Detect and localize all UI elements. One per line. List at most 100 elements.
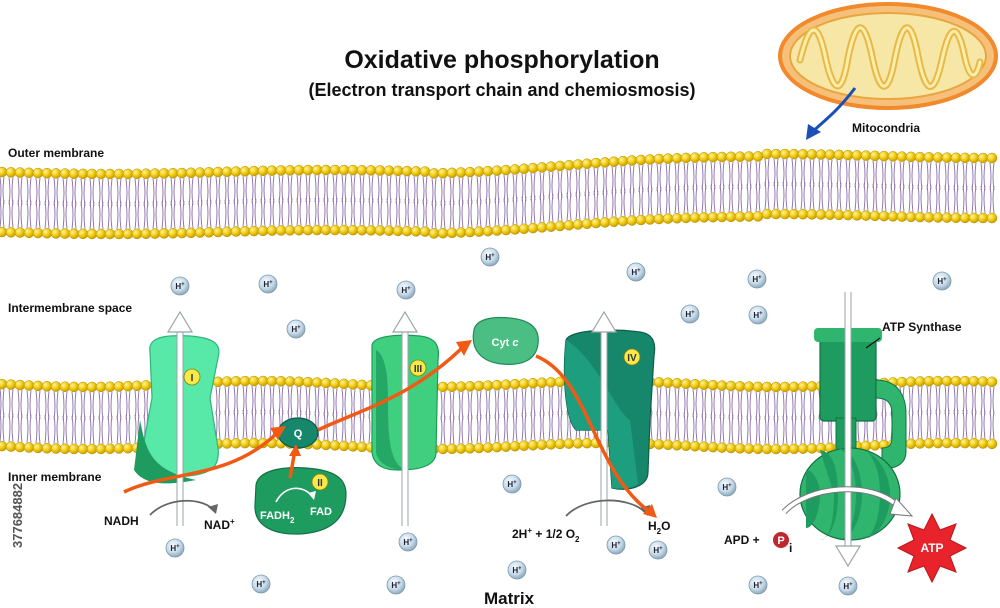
outer-membrane-lipid-tail — [431, 178, 437, 229]
outer-membrane-lipid-head — [338, 164, 350, 176]
inner-membrane-lipid-tail — [233, 386, 239, 439]
ubiquinone-q: Q — [277, 417, 319, 449]
inner-membrane-lipid-head — [122, 442, 134, 454]
outer-membrane-lipid-head — [5, 167, 17, 178]
outer-membrane-lipid-tail — [251, 176, 257, 227]
inner-membrane-lipid-head — [140, 380, 152, 391]
inner-membrane-lipid-tail — [98, 391, 104, 444]
inner-membrane-lipid-head — [41, 443, 53, 454]
outer-membrane-lipid-head — [14, 227, 26, 238]
inner-membrane-lipid-head — [779, 381, 791, 393]
inner-membrane-lipid-head — [932, 437, 944, 449]
outer-membrane-lipid-head — [239, 166, 251, 177]
inner-membrane-lipid-head — [680, 378, 692, 389]
inner-membrane-lipid-tail — [62, 391, 68, 444]
inner-membrane-lipid-head — [950, 375, 962, 387]
inner-membrane-lipid-head — [77, 381, 89, 393]
outer-membrane-lipid-head — [455, 167, 467, 178]
inner-membrane-lipid-head — [779, 443, 791, 455]
outer-membrane-lipid-head — [626, 215, 638, 226]
proton-ion-label: H+ — [256, 580, 266, 589]
inner-membrane-lipid-tail — [224, 386, 230, 439]
outer-membrane-lipid-head — [293, 164, 305, 176]
outer-membrane-lipid-head — [743, 151, 755, 162]
outer-membrane-lipid-head — [149, 168, 161, 179]
outer-membrane-lipid-head — [779, 148, 791, 160]
outer-membrane-lipid-head — [518, 223, 530, 235]
outer-membrane-lipid-head — [203, 227, 215, 238]
outer-membrane-lipid-tail — [260, 175, 266, 226]
outer-membrane-lipid-tail — [62, 178, 68, 229]
outer-membrane-lipid-head — [311, 224, 323, 236]
proton-ion-label: H+ — [175, 282, 185, 291]
outer-membrane-lipid-head — [554, 160, 566, 172]
inner-membrane-lipid-tail — [755, 391, 761, 444]
inner-membrane-lipid-head — [554, 438, 566, 450]
outer-membrane-lipid-head — [680, 152, 692, 164]
outer-membrane-lipid-head — [734, 151, 746, 162]
inner-membrane-lipid-head — [347, 441, 359, 452]
outer-membrane-lipid-head — [104, 228, 116, 240]
inner-membrane-lipid-head — [5, 379, 17, 390]
outer-membrane-lipid-head — [608, 156, 620, 167]
outer-membrane-lipid-head — [806, 149, 818, 160]
outer-membrane-lipid-tail — [161, 178, 167, 229]
outer-membrane-lipid-head — [230, 226, 242, 237]
outer-membrane-lipid-head — [635, 214, 647, 226]
outer-membrane-lipid-head — [41, 227, 53, 239]
outer-membrane-lipid-head — [905, 151, 917, 163]
inner-membrane-lipid-tail — [467, 391, 473, 444]
inner-membrane-lipid-tail — [269, 386, 275, 439]
proton-ion — [286, 319, 306, 339]
inner-membrane-lipid-tail — [251, 385, 257, 439]
outer-membrane-lipid-head — [23, 227, 35, 239]
outer-membrane-lipid-head — [590, 157, 602, 169]
outer-membrane-lipid-head — [320, 164, 332, 176]
complex-2: II FADH2 FAD — [254, 467, 347, 535]
inner-membrane-lipid-tail — [476, 390, 482, 444]
proton-ion — [838, 576, 858, 596]
inner-membrane-lipid-tail — [989, 386, 995, 439]
inner-membrane-lipid-tail — [701, 389, 707, 442]
outer-membrane-lipid-tail — [485, 176, 491, 227]
inner-membrane-lipid-tail — [971, 386, 977, 439]
outer-membrane-lipid-tail — [971, 162, 977, 214]
inner-membrane-lipid-head — [536, 439, 548, 451]
outer-membrane-lipid-tail — [143, 178, 149, 229]
proton-ion-label: H+ — [722, 483, 732, 492]
outer-membrane-lipid-tail — [836, 159, 842, 210]
inner-membrane-lipid-head — [581, 437, 593, 449]
inner-membrane-lipid-head — [905, 438, 917, 449]
outer-membrane-lipid-head — [707, 211, 719, 223]
outer-membrane-lipid-head — [968, 212, 980, 224]
inner-membrane-lipid-head — [446, 381, 458, 393]
outer-membrane-lipid-head — [671, 152, 683, 164]
outer-membrane-lipid-tail — [17, 177, 23, 228]
inner-membrane-lipid-head — [653, 439, 665, 450]
inner-membrane-lipid-tail — [53, 391, 59, 444]
inner-membrane-lipid-tail — [125, 391, 131, 444]
outer-membrane-lipid-head — [833, 149, 845, 161]
outer-membrane-lipid-tail — [962, 162, 968, 213]
outer-membrane — [0, 148, 998, 240]
outer-membrane-lipid-head — [509, 164, 521, 175]
outer-membrane-lipid-head — [32, 167, 44, 179]
outer-membrane-lipid-head — [392, 225, 404, 237]
proton-ion — [606, 535, 626, 555]
outer-membrane-lipid-head — [968, 152, 980, 164]
inner-membrane-lipid-head — [734, 381, 746, 392]
inner-membrane-lipid-head — [734, 443, 746, 454]
outer-membrane-lipid-head — [176, 167, 188, 179]
outer-membrane-lipid-head — [158, 228, 170, 239]
water-equation-label: 2H+ + 1/2 O2 — [512, 526, 580, 544]
outer-membrane-lipid-head — [581, 218, 593, 230]
outer-membrane-lipid-head — [86, 168, 98, 180]
outer-membrane-lipid-head — [851, 150, 863, 161]
inner-membrane-lipid-tail — [674, 388, 680, 441]
proton-ion-label: H+ — [653, 546, 663, 555]
inner-membrane-lipid-tail — [134, 390, 140, 443]
outer-membrane-lipid-head — [374, 225, 386, 236]
outer-membrane-lipid-head — [950, 212, 962, 224]
outer-membrane-lipid-tail — [125, 178, 131, 229]
outer-membrane-lipid-tail — [764, 158, 770, 210]
